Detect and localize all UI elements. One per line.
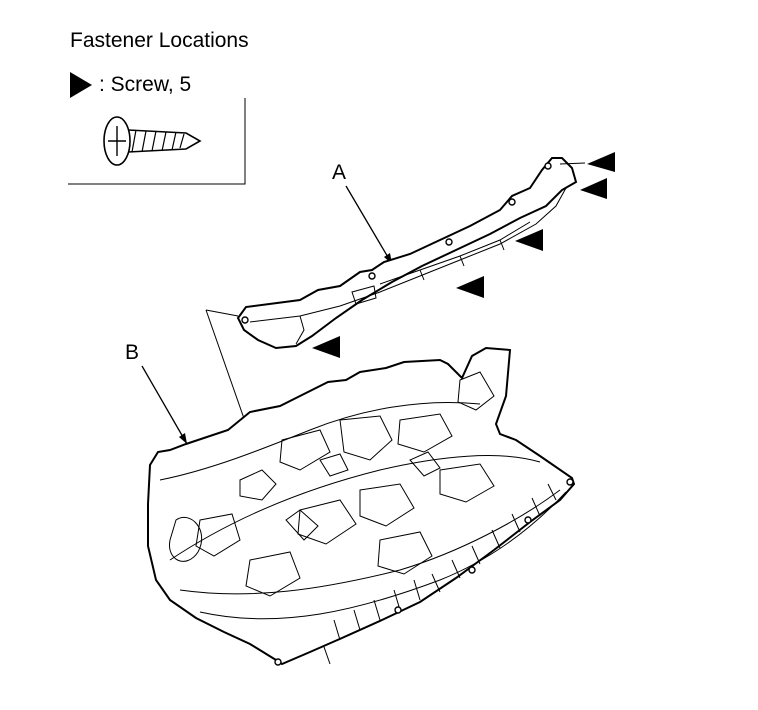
screw-location-markers xyxy=(312,152,615,358)
screw-marker-2 xyxy=(580,178,607,199)
screw-marker-3 xyxy=(515,229,543,251)
guide-line xyxy=(205,309,239,317)
leader-line-a xyxy=(345,185,393,265)
part-a-bracket xyxy=(236,157,578,350)
leader-arrow-b xyxy=(179,433,187,444)
legend-triangle-marker-icon xyxy=(70,72,92,98)
part-b-details xyxy=(159,371,567,641)
screw-marker-1 xyxy=(587,152,615,172)
leader-line-b xyxy=(141,365,188,445)
part-b-holes xyxy=(274,478,574,666)
screw-icon xyxy=(103,116,202,166)
screw-marker-4 xyxy=(456,276,484,298)
legend-box-border xyxy=(68,98,246,185)
legend-screw-text: : Screw, 5 xyxy=(99,73,192,96)
guide-line-upper xyxy=(559,162,586,165)
label-b: B xyxy=(125,341,140,364)
screw-marker-5 xyxy=(312,336,340,358)
part-b-undercover xyxy=(147,346,576,666)
fastener-locations-title: Fastener Locations xyxy=(70,29,249,52)
part-a-holes xyxy=(241,162,552,324)
label-a: A xyxy=(332,161,347,184)
